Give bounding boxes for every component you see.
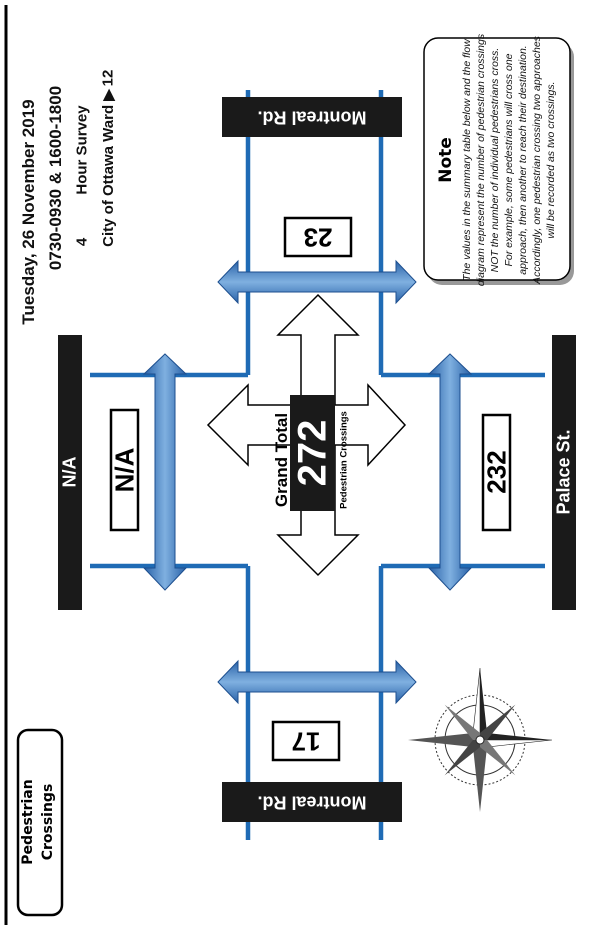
grand-total-sublabel: Pedestrian Crossings (338, 411, 350, 509)
note-line-2: diagram represent the number of pedestri… (475, 33, 487, 287)
note-box (423, 37, 571, 281)
count-east: 232 (481, 450, 512, 494)
note-heading: Note (436, 137, 456, 183)
count-west: N/A (109, 447, 140, 493)
count-south: 17 (291, 726, 321, 757)
title-line-1: Pedestrian (20, 779, 36, 865)
header-ward-number: 12 (99, 69, 117, 87)
street-block-west (58, 335, 82, 610)
title-box (16, 728, 64, 917)
note-line-3: NOT the number of individual pedestrians… (489, 47, 501, 273)
count-box-south (271, 720, 341, 762)
header-ward-label: City of Ottawa Ward ▶ (100, 89, 117, 247)
street-block-east (552, 335, 576, 610)
crossing-arrow-west (142, 353, 188, 591)
note-line-7: will be recorded as two crossings. (545, 81, 557, 239)
note-line-5: approach, then another to reach their de… (517, 45, 529, 275)
note-line-4: For example, some pedestrians will cross… (503, 53, 515, 267)
header-survey-label: Hour Survey (73, 105, 91, 195)
street-block-south (222, 782, 402, 822)
grand-total-label: Grand Total (272, 412, 291, 508)
crossing-arrow-south (217, 659, 417, 705)
street-block-north (222, 97, 402, 137)
grand-total-block (290, 395, 335, 511)
street-east-label: Palace St. (553, 429, 574, 515)
compass-rose-icon (408, 667, 553, 812)
header-date: Tuesday, 26 November 2019 (19, 99, 38, 325)
crossing-arrow-east (427, 353, 473, 591)
count-box-north (283, 216, 353, 258)
header-survey-hours: 4 (73, 237, 91, 247)
street-west-label: N/A (59, 456, 80, 488)
count-box-west (109, 408, 140, 532)
count-box-east (481, 413, 512, 532)
count-north: 23 (303, 222, 333, 253)
header-times: 0730-0930 & 1600-1800 (46, 85, 65, 271)
title-line-2: Crossings (40, 783, 56, 861)
note-line-6: Accordingly, one pedestrian crossing two… (531, 36, 543, 284)
crossing-arrow-north (217, 259, 417, 305)
note-line-1: The values in the summary table below an… (461, 39, 473, 281)
street-south-label: Montreal Rd. (257, 792, 367, 813)
street-north-label: Montreal Rd. (257, 107, 367, 128)
grand-total-value: 272 (290, 419, 335, 487)
